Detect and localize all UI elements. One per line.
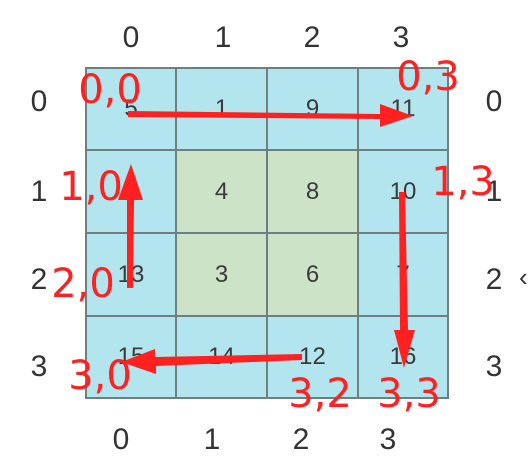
right-row-label-3: 3 (485, 350, 503, 383)
grid-cell-3-2: 12 (266, 315, 359, 399)
grid-cell-1-1: 4 (175, 149, 268, 234)
right-row-label-1: 1 (485, 175, 503, 208)
right-row-label-0: 0 (485, 85, 503, 118)
annotation-3-0: 3,0 (68, 353, 132, 399)
top-col-label-2: 2 (303, 21, 321, 54)
annotation-1-0: 1,0 (59, 164, 123, 210)
annotation-0-3: 0,3 (396, 54, 460, 100)
annotation-3-3: 3,3 (377, 371, 441, 417)
left-row-label-3: 3 (30, 350, 48, 383)
left-row-label-2: 2 (30, 263, 48, 296)
left-row-label-1: 1 (30, 175, 48, 208)
top-col-label-0: 0 (122, 21, 140, 54)
arrow-bottom-left (121, 349, 302, 374)
bottom-col-label-2: 2 (292, 423, 310, 456)
right-row-label-2: 2 (485, 263, 503, 296)
arrow-right-down (394, 192, 415, 368)
arrow-left-up (118, 164, 143, 288)
annotation-0-0: 0,0 (78, 67, 142, 113)
bottom-col-label-1: 1 (203, 423, 221, 456)
left-row-label-0: 0 (30, 85, 48, 118)
arrow-top-right (128, 104, 413, 127)
annotation-2-0: 2,0 (51, 261, 115, 307)
bottom-col-label-3: 3 (379, 423, 397, 456)
top-col-label-3: 3 (392, 21, 410, 54)
grid-cell-1-2: 8 (266, 149, 359, 234)
top-col-label-1: 1 (214, 21, 232, 54)
bottom-col-label-0: 0 (112, 423, 130, 456)
grid-cell-2-2: 6 (266, 232, 359, 317)
annotation-3-2: 3,2 (288, 371, 352, 417)
grid-cell-0-3: 11 (357, 67, 449, 151)
edge-mark: ‹ (519, 262, 528, 292)
annotation-1-3: 1,3 (431, 159, 495, 205)
